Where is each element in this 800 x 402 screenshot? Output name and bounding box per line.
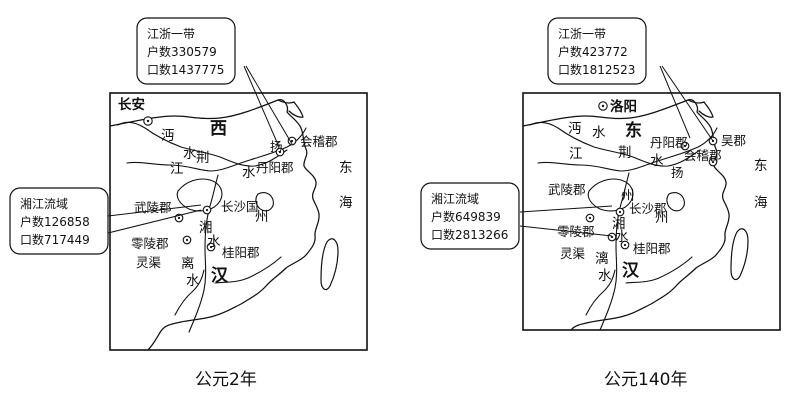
taiwan-island <box>320 238 339 291</box>
xiang-label: 湘 <box>612 216 626 232</box>
jiangzhe-leader <box>659 65 691 139</box>
li-river <box>174 269 205 316</box>
jiang-label: 江 <box>569 146 583 162</box>
jiangzhe-population: 口数1437775 <box>147 62 224 77</box>
sea-label: 海 <box>754 195 768 211</box>
yang-label: 扬 <box>671 165 684 180</box>
wuling-label: 武陵郡 <box>134 200 172 215</box>
southern-river <box>625 256 693 284</box>
caption-ad-140: 公元140年 <box>604 370 687 390</box>
shui-label-4: 水 <box>598 268 612 284</box>
jiangzhe-leader-2 <box>245 65 293 145</box>
jiangzhe-title: 江浙一带 <box>558 27 606 41</box>
lingling-label: 零陵郡 <box>557 224 595 239</box>
west-han-label: 西 <box>210 119 227 139</box>
map-frame-ad-140 <box>522 92 781 331</box>
shui-label: 水 <box>183 146 197 162</box>
xiang-river <box>188 174 219 333</box>
jing-label: 荆 <box>618 145 632 161</box>
poyang-lake <box>255 192 274 212</box>
yang-label: 扬 <box>270 139 283 154</box>
xiangjiang-households: 户数649839 <box>431 209 501 224</box>
capital-label: 洛阳 <box>610 98 637 115</box>
map-frame-ad-2 <box>109 92 368 351</box>
shui-label-4: 水 <box>186 273 200 289</box>
kuaiji-label: 会稽郡 <box>300 134 338 149</box>
xiangjiang-callout-box <box>420 182 520 250</box>
jiang-label: 江 <box>170 161 184 177</box>
jiangzhe-callout-box <box>136 17 236 85</box>
lingqu-label: 灵渠 <box>560 246 586 261</box>
jiangzhe-households: 户数423772 <box>558 44 628 59</box>
xiang-river <box>599 172 630 331</box>
jiangzhe-households: 户数330579 <box>147 44 217 59</box>
sea-label: 海 <box>339 195 353 211</box>
xiangjiang-population: 口数2813266 <box>431 227 508 242</box>
map-ad-140: 洛阳 沔 水 东 丹阳郡 吴郡 江 荆 水 扬 会稽郡 东 海 武陵郡 州 长沙… <box>420 17 781 390</box>
xiangjiang-population: 口数717449 <box>20 232 90 247</box>
taiwan-island <box>730 228 749 281</box>
xiangjiang-leader <box>107 204 202 217</box>
mian-river-label: 沔 <box>568 121 582 137</box>
kuaiji-label: 会稽郡 <box>684 148 722 163</box>
han-river <box>529 121 701 167</box>
guiyang-label: 桂阳郡 <box>222 245 260 260</box>
li-label: 漓 <box>595 250 609 267</box>
xiangjiang-title: 湘江流域 <box>431 191 479 206</box>
xiangjiang-leader-2 <box>107 209 202 234</box>
danyang-label: 丹阳郡 <box>650 135 688 150</box>
han-river <box>117 121 288 167</box>
lingqu-label: 灵渠 <box>136 255 162 270</box>
shui-label-3: 水 <box>207 234 221 250</box>
east-han-label: 东 <box>625 120 642 141</box>
caption-ad-2: 公元2年 <box>195 370 257 390</box>
poyang-lake <box>666 192 685 212</box>
wuling-label: 武陵郡 <box>548 182 586 197</box>
jiangzhe-callout-box <box>547 17 647 85</box>
mian-river-label: 沔 <box>161 128 175 144</box>
zhou-label-left: 州 <box>621 188 635 204</box>
zhou-label: 州 <box>255 209 269 225</box>
shui-label: 水 <box>592 125 606 141</box>
east-label: 东 <box>339 160 353 176</box>
han-label: 汉 <box>211 266 229 286</box>
sea-east-label: 东 <box>754 158 768 174</box>
danyang-label: 丹阳郡 <box>256 160 294 175</box>
shui-label-3: 水 <box>615 229 629 245</box>
han-label: 汉 <box>622 261 640 281</box>
changsha-label: 长沙国 <box>221 199 259 214</box>
changsha-label: 长沙郡 <box>629 201 667 216</box>
zhou-label: 州 <box>655 210 669 226</box>
jiangzhe-population: 口数1812523 <box>558 62 635 77</box>
li-label: 离 <box>181 255 195 272</box>
guiyang-label: 桂阳郡 <box>633 241 671 256</box>
yangtze-river <box>537 127 718 172</box>
southern-river <box>214 256 282 284</box>
bay-outline <box>277 99 304 118</box>
lingling-label: 零陵郡 <box>131 236 169 251</box>
jiangzhe-title: 江浙一带 <box>147 27 195 41</box>
shui-label-2: 水 <box>242 165 256 181</box>
shui-label-2: 水 <box>650 153 664 169</box>
li-river <box>585 269 616 316</box>
capital-label: 长安 <box>118 96 145 113</box>
jing-label: 荆 <box>196 150 210 166</box>
xiangjiang-households: 户数126858 <box>20 214 90 229</box>
jiangzhe-leader-2 <box>661 65 714 142</box>
bay-outline <box>687 99 714 118</box>
xiangjiang-callout-box <box>9 187 109 255</box>
xiangjiang-title: 湘江流域 <box>20 196 68 211</box>
xiangjiang-leader <box>519 205 613 213</box>
dongting-lake <box>176 178 223 212</box>
yangtze-river <box>126 127 307 172</box>
jiangzhe-leader <box>243 65 280 148</box>
wu-label: 吴郡 <box>721 133 746 148</box>
map-ad-2: 长安 沔 水 西 江 荆 水 扬 会稽郡 丹阳郡 东 海 武陵郡 长沙国 州 零… <box>9 17 368 390</box>
xiang-label: 湘 <box>199 220 213 236</box>
xiangjiang-leader-2 <box>519 225 613 237</box>
dongting-lake <box>587 178 634 212</box>
